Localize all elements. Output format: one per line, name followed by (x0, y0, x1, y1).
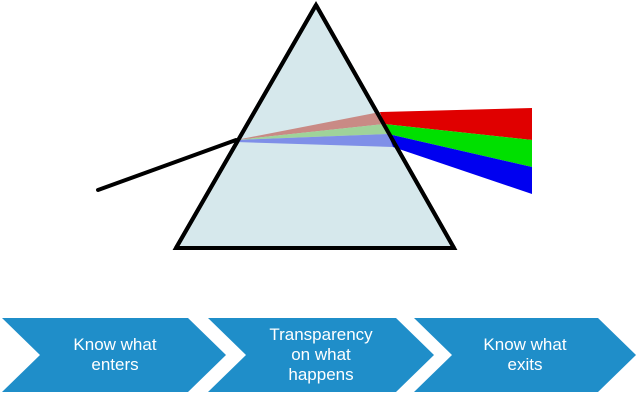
chevron-step-1 (2, 318, 226, 392)
step-1-label: Know what enters (73, 335, 157, 374)
incoming-light-beam (96, 138, 238, 192)
internal-blue-band (236, 134, 393, 147)
process-chevrons (2, 318, 636, 392)
outgoing-green-band (384, 124, 532, 167)
prism-right-edge (314, 4, 456, 249)
outgoing-blue-band (388, 134, 532, 194)
step-2-label: Transparency on what happens (269, 325, 373, 384)
internal-green-band (236, 124, 388, 140)
prism-figure (96, 0, 532, 250)
internal-red-band (236, 112, 384, 140)
chevron-step-3 (414, 318, 636, 392)
step-3-label: Know what exits (483, 335, 567, 374)
process-flow: Know what enters Transparency on what ha… (0, 300, 637, 410)
prism-left-edge (174, 4, 318, 249)
chevron-step-2 (208, 318, 434, 392)
outgoing-red-band (380, 108, 532, 140)
